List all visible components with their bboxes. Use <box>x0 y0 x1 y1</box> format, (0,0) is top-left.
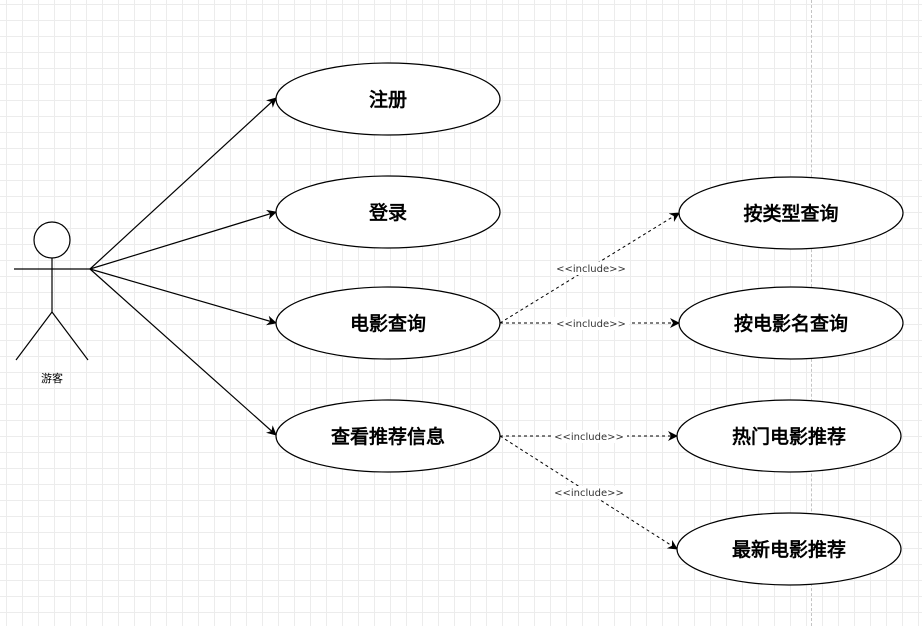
use-case-label: 登录 <box>368 201 407 224</box>
use-case-label: 注册 <box>369 88 407 111</box>
include-label-text: <<include>> <box>554 488 624 499</box>
include-label-query-by-name: <<include>> <box>553 317 629 330</box>
include-label-bg <box>553 317 629 330</box>
include-label-text: <<include>> <box>556 264 626 275</box>
include-label-text: <<include>> <box>556 319 626 330</box>
actor-figure[interactable]: 游客 <box>14 221 90 385</box>
include-label-hot-movies: <<include>> <box>551 430 627 443</box>
use-case-label: 按类型查询 <box>743 202 838 225</box>
include-label-text: <<include>> <box>554 432 624 443</box>
include-label-new-movies: <<include>> <box>551 486 627 499</box>
include-label-bg <box>553 262 629 275</box>
use-case-label: 按电影名查询 <box>734 312 848 335</box>
use-case-label: 最新电影推荐 <box>732 538 846 561</box>
use-case-ellipse <box>275 62 501 136</box>
actor-left-leg <box>15 311 53 361</box>
include-label-bg <box>551 430 627 443</box>
use-case-view-recommendations[interactable]: 查看推荐信息 <box>275 399 501 473</box>
use-case-ellipse <box>678 176 904 250</box>
use-case-ellipse <box>275 286 501 360</box>
include-relations: <<include>> <<include>> <<include>> <<in… <box>499 212 680 550</box>
use-case-hot-movies[interactable]: 热门电影推荐 <box>676 399 902 473</box>
actor-right-leg <box>51 311 89 361</box>
use-case-query-by-type[interactable]: 按类型查询 <box>678 176 904 250</box>
association-view-recommendations <box>89 268 277 436</box>
use-case-login[interactable]: 登录 <box>275 175 501 249</box>
association-register <box>89 97 277 270</box>
use-case-movie-query[interactable]: 电影查询 <box>275 286 501 360</box>
use-case-label: 电影查询 <box>350 312 426 335</box>
use-case-new-movies[interactable]: 最新电影推荐 <box>676 512 902 586</box>
use-case-register[interactable]: 注册 <box>275 62 501 136</box>
include-label-bg <box>551 486 627 499</box>
use-case-ellipse <box>275 175 501 249</box>
include-query-by-type <box>499 212 680 324</box>
use-case-ellipse <box>678 286 904 360</box>
use-case-label: 查看推荐信息 <box>330 425 445 448</box>
include-label-query-by-type: <<include>> <box>553 262 629 275</box>
association-login <box>89 209 277 270</box>
use-case-ellipse <box>676 512 902 586</box>
association-movie-query <box>89 268 277 326</box>
actor-label: 游客 <box>41 371 63 385</box>
use-case-ellipse <box>676 399 902 473</box>
actor-head <box>33 221 71 259</box>
use-case-ellipse <box>275 399 501 473</box>
use-case-label: 热门电影推荐 <box>732 425 846 448</box>
association-lines <box>89 97 277 436</box>
use-case-query-by-name[interactable]: 按电影名查询 <box>678 286 904 360</box>
